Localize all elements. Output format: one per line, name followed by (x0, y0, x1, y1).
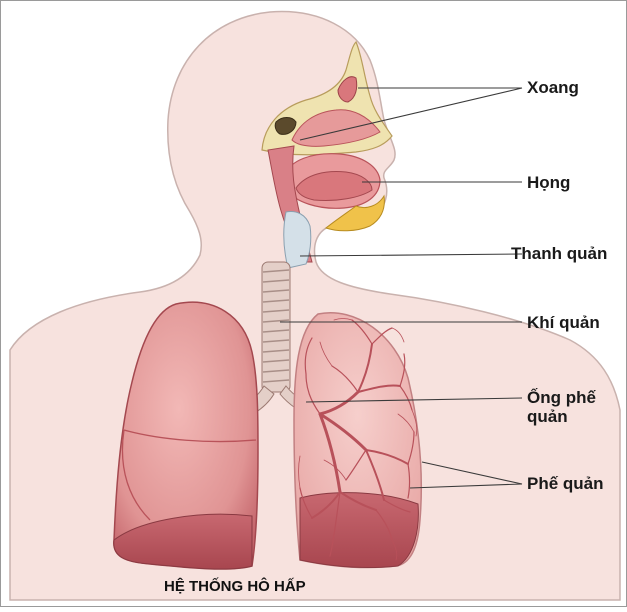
image-frame (0, 0, 627, 607)
respiratory-diagram: Xoang Họng Thanh quản Khí quản Ống phế q… (0, 0, 627, 607)
